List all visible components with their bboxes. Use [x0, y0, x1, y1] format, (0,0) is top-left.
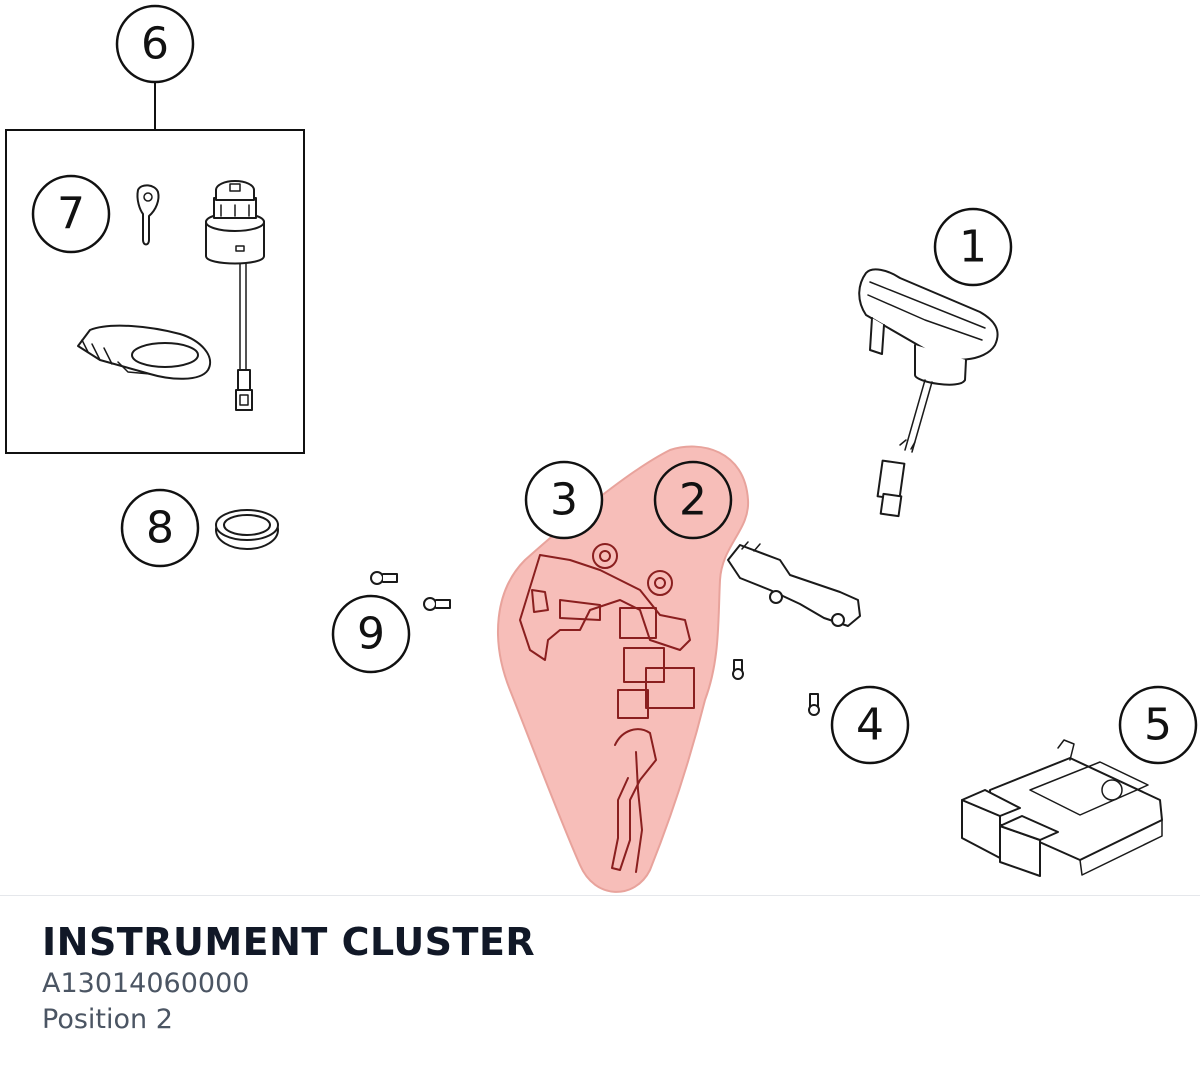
callout-9[interactable]: 9	[331, 594, 411, 674]
callout-6[interactable]: 6	[115, 4, 195, 84]
callout-8[interactable]: 8	[120, 488, 200, 568]
kit-6-group	[5, 82, 305, 454]
seal-ring-icon[interactable]	[215, 509, 279, 550]
kit-6-box	[5, 129, 305, 454]
callout-4[interactable]: 4	[830, 685, 910, 765]
instrument-cluster-dash-icon[interactable]	[858, 268, 999, 518]
ecu-control-unit-icon[interactable]	[961, 739, 1163, 877]
part-number: A13014060000	[42, 968, 250, 999]
wiring-harness-icon[interactable]	[519, 543, 695, 873]
ignition-lock-icon[interactable]	[205, 180, 265, 411]
exploded-parts-diagram: 1 2 3 4 5 6 7 8	[5, 4, 1198, 893]
lock-bracket-icon[interactable]	[77, 324, 211, 380]
callout-3[interactable]: 3	[524, 460, 604, 540]
caption-divider	[0, 895, 1200, 896]
part-title: INSTRUMENT CLUSTER	[42, 920, 536, 964]
part-caption: INSTRUMENT CLUSTER A13014060000 Position…	[42, 918, 1142, 1038]
callout-7[interactable]: 7	[31, 174, 111, 254]
ignition-key-icon[interactable]	[136, 184, 160, 246]
position-label: Position 2	[42, 1004, 173, 1035]
bracket-bolts-icon[interactable]	[727, 541, 861, 716]
callout-1[interactable]: 1	[933, 207, 1013, 287]
screws-icon[interactable]	[370, 571, 451, 611]
callout-5[interactable]: 5	[1118, 685, 1198, 765]
